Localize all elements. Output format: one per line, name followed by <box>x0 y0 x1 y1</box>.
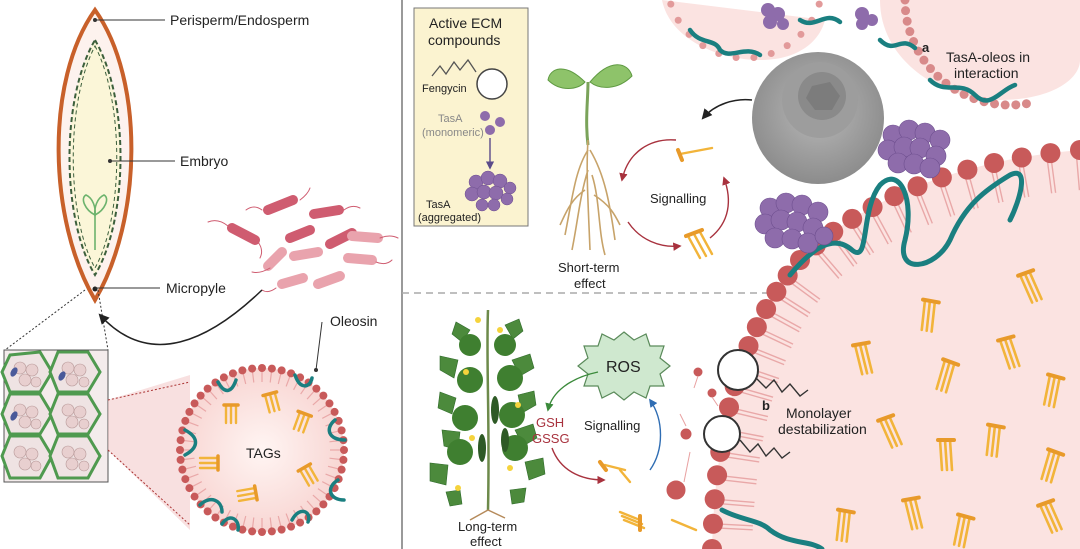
monolayer-label-1: Monolayer <box>786 405 852 421</box>
embryo-label: Embryo <box>180 153 228 169</box>
monolayer-label-2: destabilization <box>778 421 867 437</box>
fengycin-ring-icon <box>476 68 508 100</box>
cell-tissue-inset <box>0 349 109 483</box>
short-term-label-1: Short-term <box>558 260 619 275</box>
tasa-aggregated-icon <box>464 170 517 212</box>
tasa-aggregated-label-2: (aggregated) <box>418 212 481 224</box>
perisperm-label: Perisperm/Endosperm <box>170 12 309 28</box>
oleosin-chains <box>183 373 347 532</box>
spore-to-plant-arrow <box>701 98 753 120</box>
ros-burst-icon: ROS <box>577 331 671 401</box>
zoom-projection <box>108 375 190 530</box>
phospholipid-layer <box>176 364 348 536</box>
ecm-title-line2: compounds <box>428 32 500 48</box>
tasa-oleos-label-1: TasA-oleos in <box>946 49 1030 65</box>
long-term-label-1: Long-term <box>458 519 517 534</box>
oil-body-droplet: TAGs <box>176 364 348 536</box>
tasa-aggregates-top <box>761 3 878 30</box>
tag-molecules <box>198 390 319 503</box>
embryo-inner <box>72 44 118 270</box>
fengycin-destabilization: b Monolayer destabilization <box>666 349 867 500</box>
tasa-aggregated-label-1: TasA <box>426 199 451 211</box>
signalling-bottom-label: Signalling <box>584 418 640 433</box>
signalling-cycle-top: Signalling <box>619 139 731 260</box>
embryo-sprout-icon <box>82 194 108 250</box>
oleosin-label: Oleosin <box>330 313 377 329</box>
ecm-title-line1: Active ECM <box>429 15 502 31</box>
embryo-body <box>68 38 122 277</box>
fengycin-ring-1 <box>717 349 759 391</box>
large-tag-molecules <box>835 268 1066 549</box>
label-b: b <box>762 398 770 413</box>
cucumber-plant-icon: Long-term effect <box>429 309 546 549</box>
tasa-oleos-label-2: interaction <box>954 65 1019 81</box>
tasa-monomeric-label-1: TasA <box>438 113 463 125</box>
fengycin-ring-2 <box>703 415 741 453</box>
left-panel: Perisperm/Endosperm Embryo Micropyle <box>0 6 399 536</box>
micropyle-dot <box>92 286 98 292</box>
fengycin-label: Fengycin <box>422 83 467 95</box>
ros-label: ROS <box>606 359 641 376</box>
signalling-cycle-bottom: GSH GSSG Signalling <box>532 371 698 532</box>
tasa-aggregate-mid <box>877 119 951 179</box>
label-a: a <box>922 40 930 55</box>
tags-label: TAGs <box>246 445 281 461</box>
top-droplets: a TasA-oleos in interaction <box>662 0 1080 254</box>
short-term-label-2: effect <box>574 276 606 291</box>
bacteria-to-micropyle-arrow <box>98 289 263 346</box>
ecm-compounds-box: Active ECM compounds Fengycin TasA (mono… <box>413 7 529 227</box>
gsh-label: GSH <box>536 415 564 430</box>
large-oil-body <box>702 140 1080 549</box>
long-term-label-2: effect <box>470 534 502 549</box>
seedling-icon: Short-term effect <box>547 64 633 291</box>
fengycin-chain <box>431 58 477 77</box>
gssg-label: GSSG <box>532 431 570 446</box>
signalling-top-label: Signalling <box>650 191 706 206</box>
bacteria-cluster <box>207 187 399 293</box>
micropyle-label: Micropyle <box>166 280 226 296</box>
tasa-monomeric-label-2: (monomeric) <box>422 127 484 139</box>
large-oleosin-chains <box>719 170 1025 549</box>
tasa-monomer-icon <box>480 111 505 135</box>
tasa-aggregate-low <box>754 192 834 254</box>
seed <box>56 6 134 304</box>
